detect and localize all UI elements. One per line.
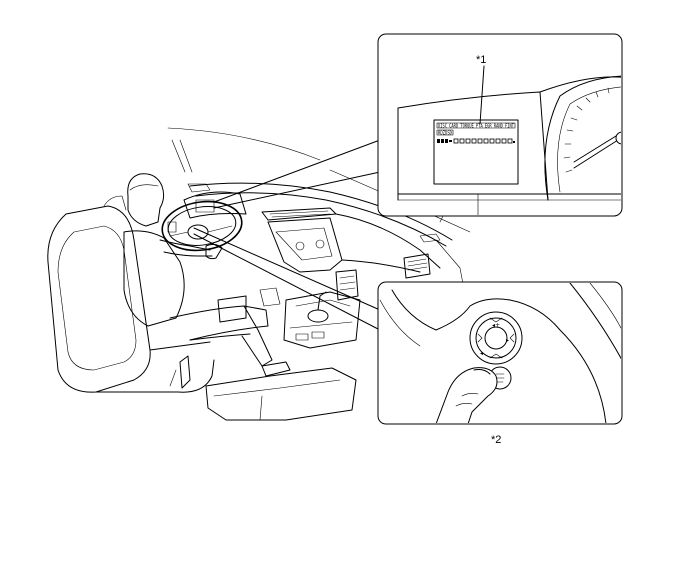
driver-seat xyxy=(47,195,215,393)
driver-figure xyxy=(123,173,291,377)
display-detail-inset: DISC CARD TORQUE PTA EGR RAND FINT RDZDS… xyxy=(377,33,623,217)
svg-text:◂: ◂ xyxy=(480,350,483,357)
floor-area xyxy=(205,287,357,421)
seat-belt-buckle xyxy=(169,355,191,389)
steering-wheel xyxy=(161,200,243,252)
interior-scene xyxy=(47,127,471,421)
callout-label-2: *2 xyxy=(491,434,501,446)
steering-switch-detail-inset: ◂+ ◂ ▸ xyxy=(377,281,623,425)
speedometer-ticks xyxy=(563,87,610,173)
steering-switch-pad: ◂+ ◂ ▸ xyxy=(469,311,523,365)
display-segment-row xyxy=(437,138,515,144)
display-line-1: DISC CARD TORQUE PTA EGR RAND FINT xyxy=(438,124,514,130)
pad-left-mark xyxy=(477,333,483,343)
pad-right-mark xyxy=(509,333,515,343)
leader-lines xyxy=(193,139,381,331)
display-line-2: RDZDSD xyxy=(438,131,452,137)
center-console xyxy=(283,291,361,349)
svg-text:◂+: ◂+ xyxy=(492,322,500,329)
pressing-finger xyxy=(435,367,498,423)
callout-label-1: *1 xyxy=(476,54,486,66)
svg-text:▸: ▸ xyxy=(506,337,509,344)
pad-up-mark xyxy=(489,317,503,323)
pad-down-mark xyxy=(489,353,503,359)
instrument-cluster-hood xyxy=(183,191,247,219)
multi-information-display: DISC CARD TORQUE PTA EGR RAND FINT RDZDS… xyxy=(433,119,519,185)
dashboard xyxy=(187,182,467,301)
